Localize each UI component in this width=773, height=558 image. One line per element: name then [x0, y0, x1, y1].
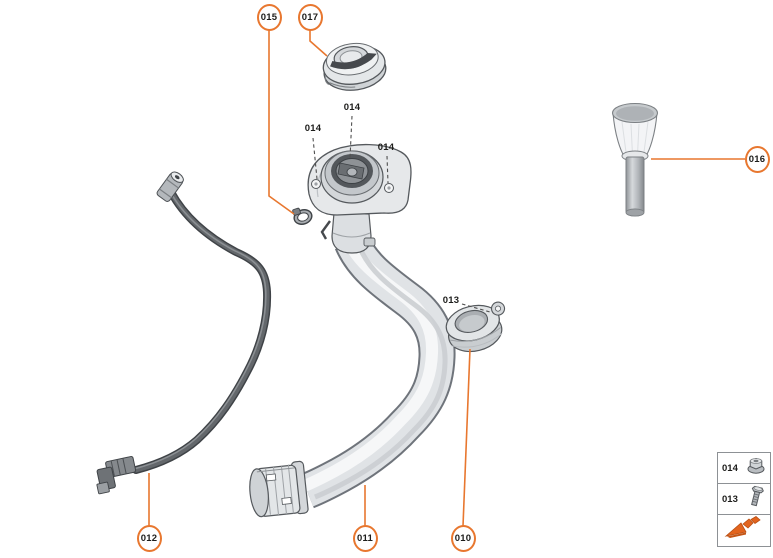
callout-013[interactable]: 013 [442, 295, 460, 306]
filler-tube-illustration [299, 234, 456, 509]
dashed-line-014-right [386, 155, 389, 184]
legend-row-direction [718, 515, 770, 546]
callout-017[interactable]: 017 [297, 4, 323, 31]
filler-neck-illustration [307, 143, 412, 254]
legend-box: 014 013 [717, 452, 771, 547]
tube-end-connector-illustration [249, 460, 309, 518]
callout-014-left[interactable]: 014 [304, 123, 322, 134]
callout-dashed-lines [312, 115, 491, 313]
callout-012[interactable]: 012 [136, 525, 162, 552]
fuel-filler-cap-illustration [322, 42, 387, 91]
legend-label-013: 013 [722, 493, 738, 505]
dashed-line-014-top [349, 115, 353, 159]
dashed-line-013 [461, 303, 491, 313]
travel-direction-arrow-icon [724, 516, 764, 545]
legend-label-014: 014 [722, 462, 738, 474]
legend-row-013: 013 [718, 484, 770, 515]
leader-line-010 [462, 348, 471, 527]
hose-clamp-illustration [292, 207, 313, 225]
callout-014-top[interactable]: 014 [343, 102, 361, 113]
leader-line-017 [309, 28, 328, 57]
filling-funnel-illustration [611, 102, 659, 217]
callout-011[interactable]: 011 [352, 525, 378, 552]
callout-010[interactable]: 010 [450, 525, 476, 552]
screw-icon [746, 485, 766, 514]
legend-row-014: 014 [718, 453, 770, 484]
vent-hose-illustration [96, 171, 272, 495]
callout-015[interactable]: 015 [256, 4, 282, 31]
callout-016[interactable]: 016 [744, 146, 770, 173]
clamp-ring-illustration [445, 301, 506, 353]
dashed-line-014-left [312, 137, 318, 180]
callout-leader-lines [148, 28, 745, 527]
flanged-nut-icon [746, 456, 766, 481]
callout-014-right[interactable]: 014 [377, 142, 395, 153]
leader-line-015 [268, 28, 295, 215]
